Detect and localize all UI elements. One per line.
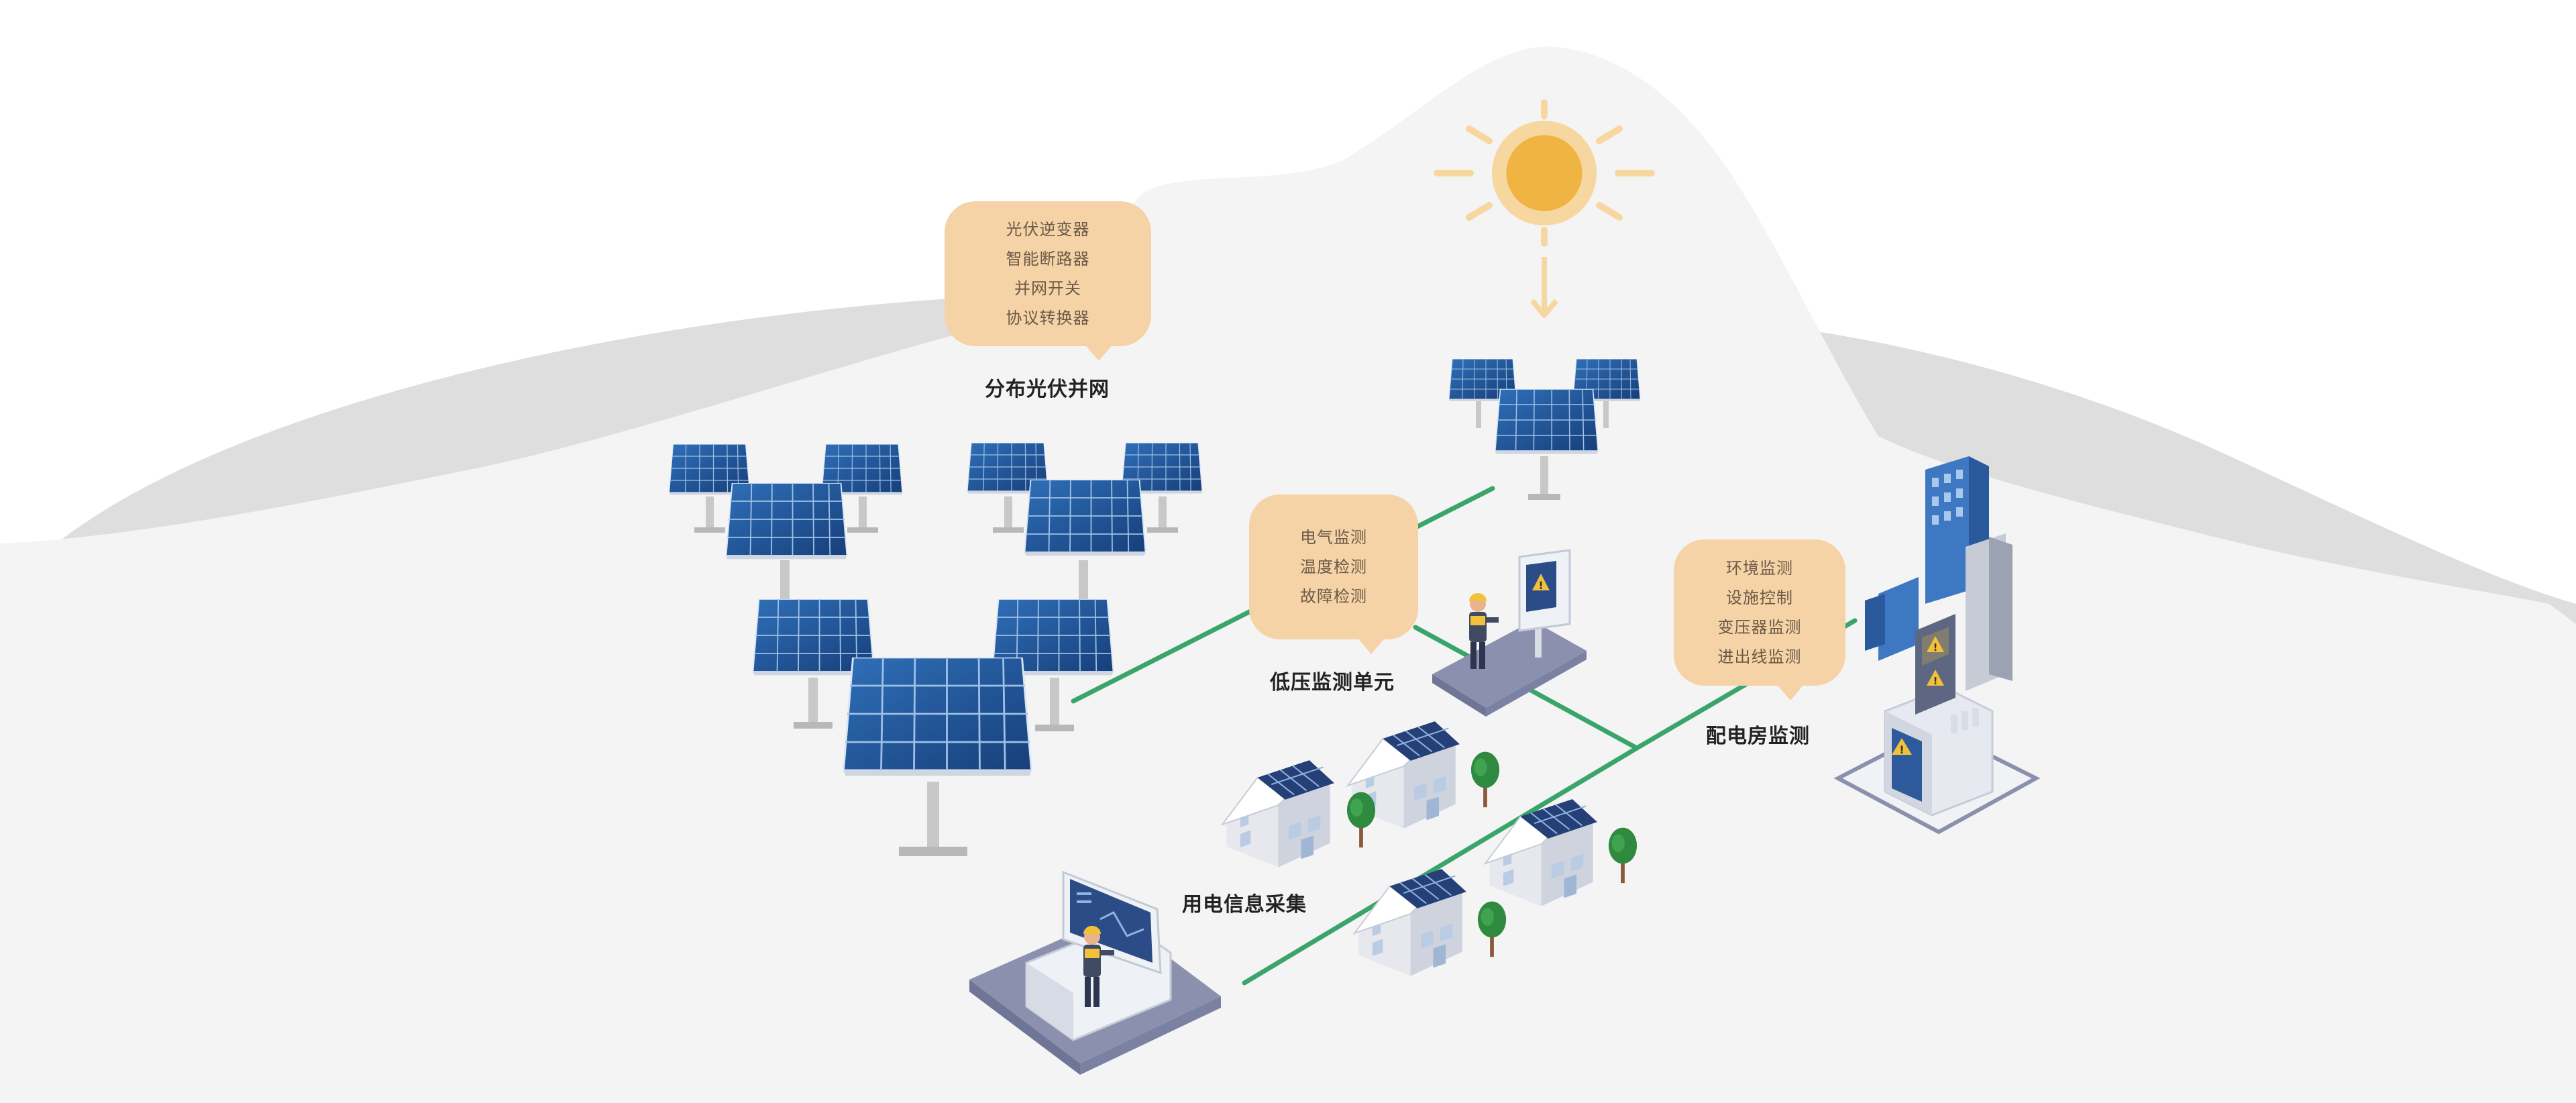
solar-panel-icon xyxy=(725,483,848,600)
warning-icon: ! xyxy=(1927,636,1944,653)
lowvoltage-unit-label: 低压监测单元 xyxy=(1270,671,1395,694)
solar-panel-icon xyxy=(1121,443,1203,533)
solar-panel-icon xyxy=(1024,480,1146,600)
pv-gridconnect-label: 分布光伏并网 xyxy=(985,378,1110,401)
solar-panel-icon xyxy=(842,658,1033,856)
warning-icon: ! xyxy=(1532,574,1550,592)
warning-icon: ! xyxy=(1927,670,1944,687)
distribution-monitor-bubble: 环境监测 设施控制 变压器监测 进出线监测 xyxy=(1674,539,1845,700)
bubble-line: 环境监测 xyxy=(1726,559,1793,578)
bubble-line: 光伏逆变器 xyxy=(1006,220,1090,239)
pv-device-bubble: 光伏逆变器 智能断路器 并网开关 协议转换器 xyxy=(945,201,1151,361)
sun-icon xyxy=(1434,99,1655,318)
bubble-line: 电气监测 xyxy=(1300,528,1367,547)
lowvoltage-monitor-bubble: 电气监测 温度检测 故障检测 xyxy=(1249,494,1418,654)
svg-text:!: ! xyxy=(1933,675,1938,687)
bubble-line: 协议转换器 xyxy=(1006,309,1090,327)
solar-panel-icon xyxy=(668,444,751,533)
solar-panel-icon xyxy=(1448,359,1517,428)
collection-station xyxy=(969,870,1221,1075)
svg-text:!: ! xyxy=(1899,743,1904,756)
bubble-line: 并网开关 xyxy=(1014,279,1081,298)
svg-text:!: ! xyxy=(1538,579,1543,592)
svg-text:!: ! xyxy=(1933,641,1938,653)
building-icon xyxy=(1865,577,1919,661)
bubble-line: 故障检测 xyxy=(1300,587,1367,606)
rooftop-pv-cluster xyxy=(1448,359,1641,500)
solar-panel-icon xyxy=(1572,359,1641,428)
bubble-line: 设施控制 xyxy=(1726,588,1793,607)
solar-panel-icon xyxy=(752,599,875,729)
solar-panel-icon xyxy=(991,599,1114,731)
solar-panel-icon xyxy=(1494,389,1599,500)
bubble-line: 变压器监测 xyxy=(1717,618,1802,637)
operator-icon xyxy=(1469,593,1499,669)
solar-panel-icon xyxy=(821,444,903,533)
pv-array xyxy=(668,443,1203,856)
lowvoltage-station: ! xyxy=(1432,549,1587,717)
line-collection-to-junction xyxy=(1242,745,1640,986)
building-icon xyxy=(1966,533,2012,691)
monitor-cabinet-icon: ! xyxy=(1518,549,1571,658)
bubble-line: 智能断路器 xyxy=(1006,250,1090,268)
solar-panel-icon xyxy=(967,443,1049,533)
power-collection-label: 用电信息采集 xyxy=(1182,893,1307,916)
distribution-room: ! ! ! xyxy=(1833,456,2041,835)
distribution-room-label: 配电房监测 xyxy=(1706,725,1810,748)
warning-icon: ! xyxy=(1892,738,1912,756)
bubble-line: 进出线监测 xyxy=(1717,647,1802,666)
bubble-line: 温度检测 xyxy=(1300,558,1367,576)
operator-icon xyxy=(1083,926,1114,1007)
